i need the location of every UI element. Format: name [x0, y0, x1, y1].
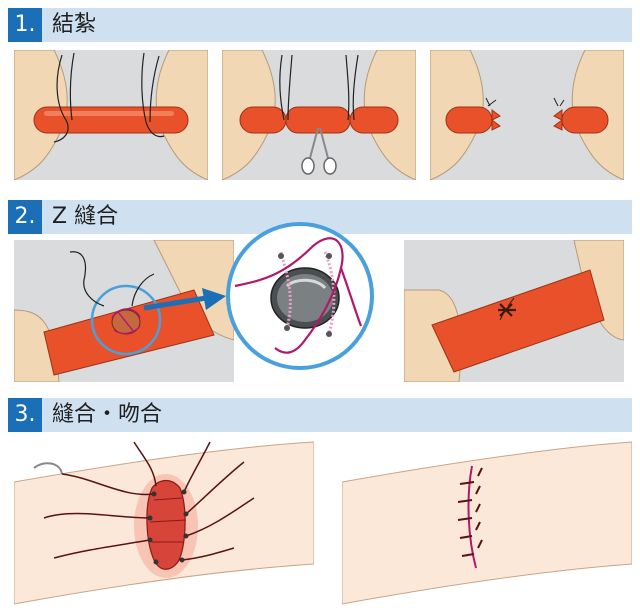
anastomosis-panel	[342, 441, 632, 605]
z-suture-magnified	[226, 222, 374, 370]
section-3-number: 3.	[8, 398, 42, 432]
vessel	[33, 106, 189, 134]
ligation-panel-2	[222, 50, 416, 180]
section-3-header: 3. 縫合・吻合	[8, 398, 632, 432]
ligation-panel-1	[14, 50, 208, 180]
scissors-icon	[301, 127, 337, 175]
z-suture-panel-1	[14, 240, 234, 382]
magnify-callout	[90, 284, 162, 356]
arrow-icon	[143, 288, 226, 311]
z-suture-panel-2	[404, 240, 624, 382]
section-1-header: 1. 結紮	[8, 8, 632, 42]
section-3-title: 縫合・吻合	[52, 402, 163, 427]
ligation-panel-3	[430, 50, 624, 180]
section-2-title: Z 縫合	[52, 204, 119, 229]
wound-suture-panel	[14, 441, 314, 605]
section-1-title: 結紮	[52, 12, 97, 37]
section-1-number: 1.	[8, 8, 42, 42]
section-2-number: 2.	[8, 200, 42, 234]
